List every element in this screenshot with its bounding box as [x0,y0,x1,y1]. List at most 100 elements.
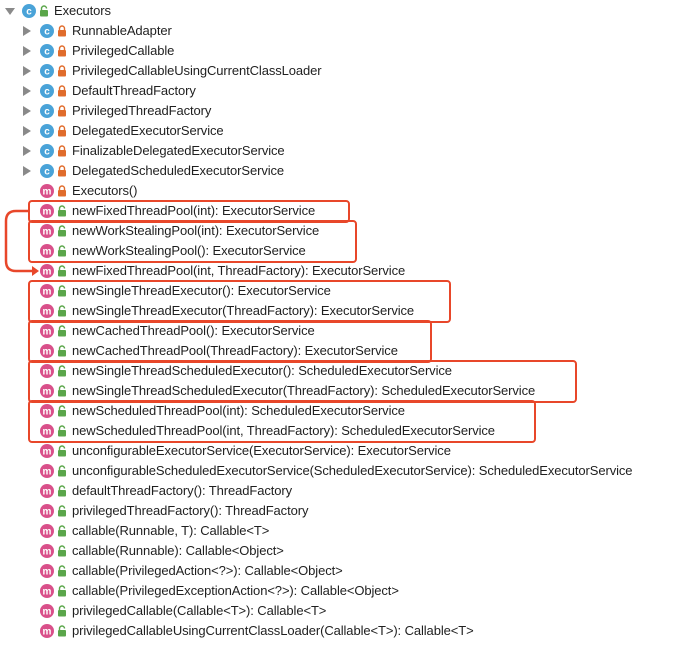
svg-text:m: m [43,447,52,458]
class-icon: c [21,3,37,19]
public-lock-icon [57,525,67,537]
tree-node-executors[interactable]: c Executors [0,1,683,21]
tree-node-method[interactable]: m newScheduledThreadPool(int, ThreadFact… [0,421,683,441]
svg-text:m: m [43,387,52,398]
tree-node-method[interactable]: m unconfigurableScheduledExecutorService… [0,461,683,481]
svg-text:c: c [44,127,50,138]
public-lock-icon [57,245,67,257]
class-icon: c [39,123,55,139]
svg-text:m: m [43,327,52,338]
collapsed-arrow-icon[interactable] [21,25,33,37]
tree-node-method[interactable]: m newCachedThreadPool(ThreadFactory): Ex… [0,341,683,361]
svg-text:m: m [43,467,52,478]
tree-node-inner-class[interactable]: c PrivilegedCallable [0,41,683,61]
tree-node-method[interactable]: m callable(Runnable, T): Callable<T> [0,521,683,541]
method-icon: m [39,623,55,639]
public-lock-icon [57,365,67,377]
private-lock-icon [57,105,67,117]
tree-node-method[interactable]: m newFixedThreadPool(int): ExecutorServi… [0,201,683,221]
tree-node-method[interactable]: m newWorkStealingPool(): ExecutorService [0,241,683,261]
method-icon: m [39,583,55,599]
svg-text:c: c [44,87,50,98]
svg-text:m: m [43,207,52,218]
private-lock-icon [57,65,67,77]
tree-node-method[interactable]: m privilegedCallableUsingCurrentClassLoa… [0,621,683,641]
public-lock-icon [57,445,67,457]
svg-text:c: c [44,147,50,158]
collapsed-arrow-icon[interactable] [21,65,33,77]
tree-node-method[interactable]: m newSingleThreadExecutor(ThreadFactory)… [0,301,683,321]
tree-node-method[interactable]: m privilegedThreadFactory(): ThreadFacto… [0,501,683,521]
tree-node-inner-class[interactable]: c RunnableAdapter [0,21,683,41]
expanded-arrow-icon[interactable] [4,5,16,17]
tree-node-method[interactable]: m callable(PrivilegedExceptionAction<?>)… [0,581,683,601]
public-lock-icon [57,485,67,497]
method-icon: m [39,323,55,339]
svg-text:m: m [43,267,52,278]
tree-node-method[interactable]: m newCachedThreadPool(): ExecutorService [0,321,683,341]
tree-node-method[interactable]: m Executors() [0,181,683,201]
method-signature-label: newWorkStealingPool(): ExecutorService [72,243,306,258]
collapsed-arrow-icon[interactable] [21,105,33,117]
tree-node-inner-class[interactable]: c DelegatedScheduledExecutorService [0,161,683,181]
svg-text:m: m [43,287,52,298]
tree-node-method[interactable]: m newSingleThreadScheduledExecutor(): Sc… [0,361,683,381]
class-icon: c [39,163,55,179]
public-lock-icon [57,225,67,237]
collapsed-arrow-icon[interactable] [21,165,33,177]
class-icon: c [39,143,55,159]
tree-node-inner-class[interactable]: c DefaultThreadFactory [0,81,683,101]
tree-node-method[interactable]: m unconfigurableExecutorService(Executor… [0,441,683,461]
method-signature-label: callable(PrivilegedExceptionAction<?>): … [72,583,399,598]
public-lock-icon [57,385,67,397]
tree-node-method[interactable]: m callable(PrivilegedAction<?>): Callabl… [0,561,683,581]
collapsed-arrow-icon[interactable] [21,85,33,97]
method-signature-label: newSingleThreadScheduledExecutor(): Sche… [72,363,452,378]
collapsed-arrow-icon[interactable] [21,125,33,137]
svg-text:m: m [43,187,52,198]
method-signature-label: newScheduledThreadPool(int, ThreadFactor… [72,423,495,438]
method-icon: m [39,203,55,219]
method-signature-label: callable(PrivilegedAction<?>): Callable<… [72,563,343,578]
method-signature-label: newCachedThreadPool(): ExecutorService [72,323,315,338]
svg-text:m: m [43,227,52,238]
tree-node-inner-class[interactable]: c PrivilegedCallableUsingCurrentClassLoa… [0,61,683,81]
tree-node-method[interactable]: m newWorkStealingPool(int): ExecutorServ… [0,221,683,241]
method-signature-label: callable(Runnable, T): Callable<T> [72,523,270,538]
tree-node-method[interactable]: m callable(Runnable): Callable<Object> [0,541,683,561]
tree-node-method[interactable]: m newScheduledThreadPool(int): Scheduled… [0,401,683,421]
public-lock-icon [57,265,67,277]
private-lock-icon [57,185,67,197]
svg-text:c: c [26,7,32,18]
collapsed-arrow-icon[interactable] [21,145,33,157]
method-icon: m [39,443,55,459]
collapsed-arrow-icon[interactable] [21,45,33,57]
inner-class-label: DelegatedExecutorService [72,123,224,138]
method-signature-label: newCachedThreadPool(ThreadFactory): Exec… [72,343,398,358]
tree-node-method[interactable]: m newFixedThreadPool(int, ThreadFactory)… [0,261,683,281]
method-signature-label: privilegedCallable(Callable<T>): Callabl… [72,603,327,618]
method-signature-label: newSingleThreadExecutor(ThreadFactory): … [72,303,415,318]
method-icon: m [39,483,55,499]
tree-node-inner-class[interactable]: c FinalizableDelegatedExecutorService [0,141,683,161]
method-signature-label: newWorkStealingPool(int): ExecutorServic… [72,223,320,238]
tree-node-method[interactable]: m newSingleThreadExecutor(): ExecutorSer… [0,281,683,301]
svg-text:m: m [43,307,52,318]
inner-class-label: RunnableAdapter [72,23,172,38]
tree-node-inner-class[interactable]: c DelegatedExecutorService [0,121,683,141]
public-lock-icon [57,565,67,577]
inner-class-label: PrivilegedCallable [72,43,175,58]
tree-node-method[interactable]: m newSingleThreadScheduledExecutor(Threa… [0,381,683,401]
svg-text:c: c [44,27,50,38]
svg-text:c: c [44,47,50,58]
tree-node-method[interactable]: m privilegedCallable(Callable<T>): Calla… [0,601,683,621]
tree-node-inner-class[interactable]: c PrivilegedThreadFactory [0,101,683,121]
method-icon: m [39,523,55,539]
method-icon: m [39,223,55,239]
method-icon: m [39,423,55,439]
public-lock-icon [57,405,67,417]
public-lock-icon [57,425,67,437]
svg-text:m: m [43,547,52,558]
tree-node-method[interactable]: m defaultThreadFactory(): ThreadFactory [0,481,683,501]
